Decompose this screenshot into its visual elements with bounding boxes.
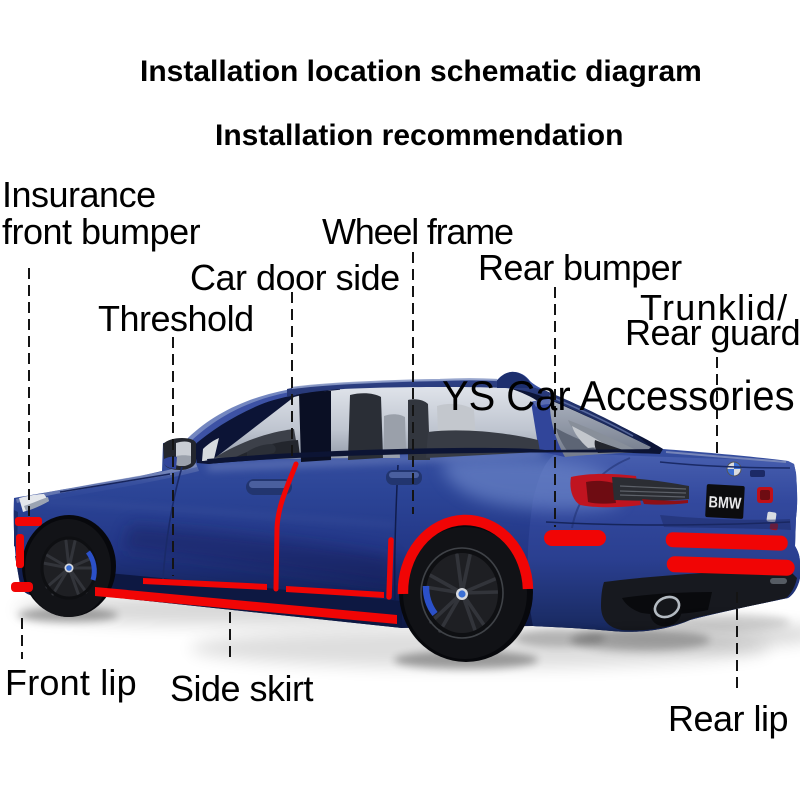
svg-text:BMW: BMW [708, 494, 742, 513]
